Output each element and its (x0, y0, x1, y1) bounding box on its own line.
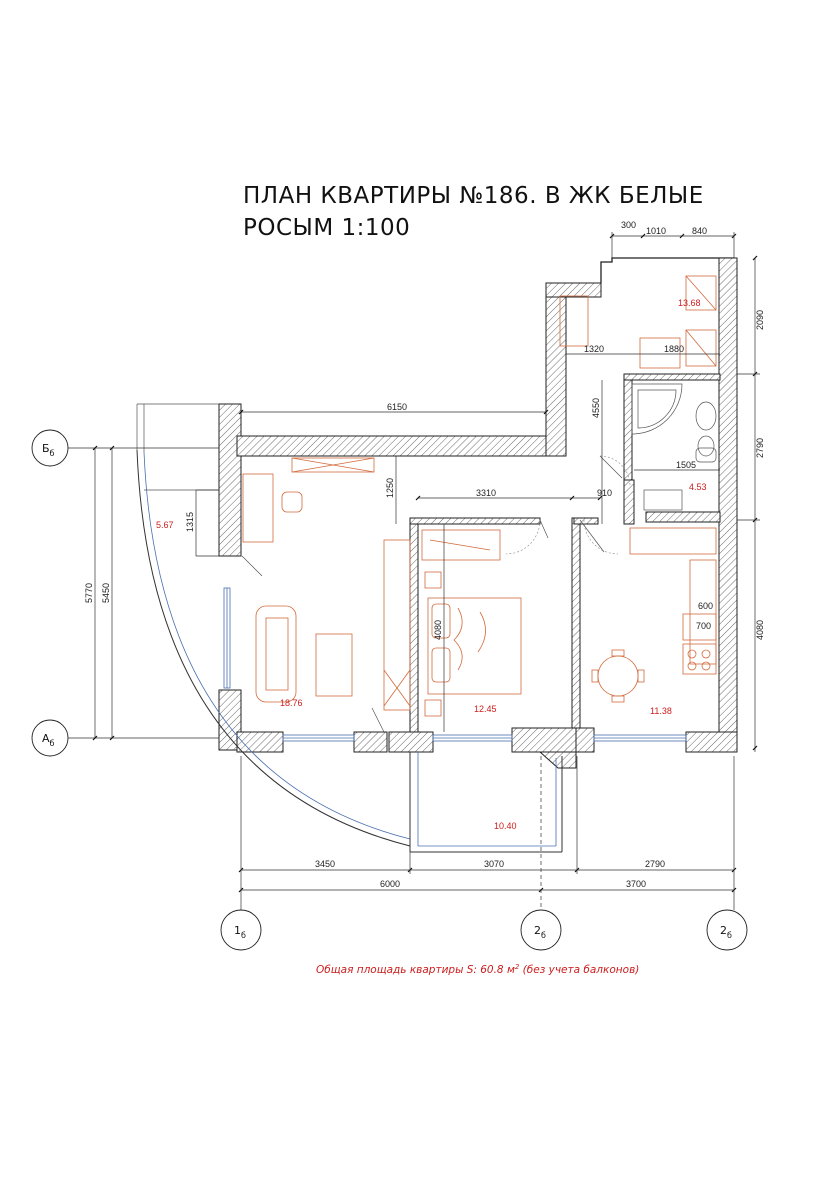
dim-3310: 3310 (476, 488, 496, 498)
area-balcony: 10.40 (494, 821, 517, 831)
windows (223, 587, 687, 742)
dim-300: 300 (621, 220, 636, 230)
bath-fixtures (631, 383, 717, 511)
dim-4550: 4550 (591, 398, 601, 418)
dim-3070: 3070 (484, 859, 504, 869)
axis-b-label: Бб (42, 442, 55, 458)
dim-3450: 3450 (315, 859, 335, 869)
dim-4080-right: 4080 (755, 620, 765, 640)
dim-2790-right: 2790 (755, 438, 765, 458)
dim-1315: 1315 (185, 512, 195, 532)
dimension-lines (90, 232, 760, 910)
axis-bubbles: Бб Аб 1б 2б 2б (31, 429, 748, 951)
axis-2-right-label: 2б (720, 924, 732, 940)
dim-1505: 1505 (676, 460, 696, 470)
axis-1-label: 1б (234, 924, 246, 940)
dim-6000: 6000 (380, 879, 400, 889)
dimension-labels: 300 1010 840 2090 1320 1880 4550 6150 27… (84, 220, 765, 889)
area-bathroom: 4.53 (689, 482, 707, 492)
furniture (242, 275, 717, 717)
dim-1320: 1320 (584, 344, 604, 354)
balcony (136, 403, 563, 853)
dim-3700: 3700 (626, 879, 646, 889)
doors (241, 455, 631, 733)
dim-2790-bottom: 2790 (645, 859, 665, 869)
dim-840: 840 (692, 226, 707, 236)
dim-2090: 2090 (755, 310, 765, 330)
axis-2-label: 2б (534, 924, 546, 940)
area-bedroom: 12.45 (474, 704, 497, 714)
plan-title-line1: ПЛАН КВАРТИРЫ №186. В ЖК БЕЛЫЕ (243, 183, 704, 209)
area-living-room: 18.76 (280, 698, 303, 708)
dim-700: 700 (696, 621, 711, 631)
room-areas: 18.76 12.45 11.38 13.68 4.53 5.67 10.40 (156, 298, 707, 831)
axis-b-bubble (31, 429, 69, 467)
axis-a-bubble (31, 719, 69, 757)
dim-1010: 1010 (646, 226, 666, 236)
total-area-note: Общая площадь квартиры S: 60.8 м2 (без у… (316, 963, 639, 976)
area-loggia: 5.67 (156, 520, 174, 530)
dim-4080-bedroom: 4080 (433, 620, 443, 640)
plan-title-line2: РОСЫМ 1:100 (243, 215, 410, 241)
axis-1-bubble (220, 909, 262, 951)
dim-600: 600 (698, 601, 713, 611)
walls (218, 257, 738, 769)
dim-910: 910 (597, 488, 612, 498)
dim-6150: 6150 (387, 402, 407, 412)
axis-a-label: Аб (42, 732, 55, 748)
axis-2-right-bubble (706, 909, 748, 951)
axis-2-bubble (520, 909, 562, 951)
dim-5770: 5770 (84, 583, 94, 603)
area-kitchen: 11.38 (650, 706, 672, 716)
dim-1880: 1880 (664, 344, 684, 354)
dim-5450: 5450 (101, 583, 111, 603)
dim-1250: 1250 (385, 478, 395, 498)
area-hall: 13.68 (678, 298, 701, 308)
